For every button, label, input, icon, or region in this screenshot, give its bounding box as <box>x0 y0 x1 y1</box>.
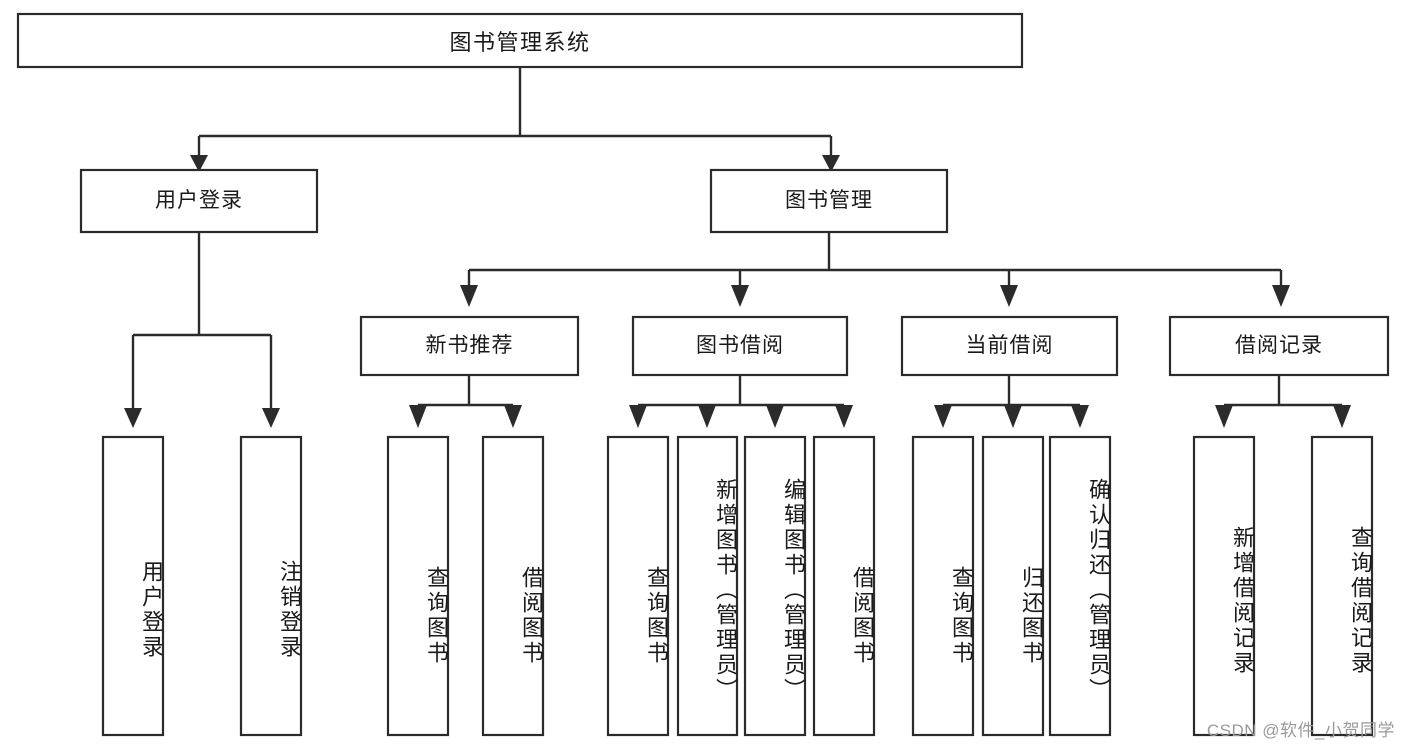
node-box-leaf-confirm-return[interactable] <box>1048 435 1112 737</box>
node-box-leaf-borrow-book-2[interactable] <box>812 435 876 737</box>
node-box-current-borrow[interactable] <box>900 315 1119 377</box>
connector-root-to-level2 <box>197 67 833 160</box>
connector-book-borrow-children <box>636 375 846 412</box>
arrowhead-leaf-user-login <box>124 408 142 428</box>
arrowhead-leaf-edit-book <box>766 405 784 428</box>
arrowhead-leaf-borrow-book-2 <box>835 405 853 428</box>
watermark-text: CSDN @软件_小贺同学 <box>1206 721 1395 740</box>
node-box-leaf-add-book[interactable] <box>676 435 739 737</box>
arrowhead-to-new-book <box>460 285 478 307</box>
node-box-leaf-logout[interactable] <box>239 435 303 737</box>
node-box-leaf-add-record[interactable] <box>1192 435 1256 737</box>
node-box-leaf-borrow-book-1[interactable] <box>481 435 545 737</box>
connector-user-login-children <box>131 232 273 412</box>
node-box-leaf-query-record[interactable] <box>1310 435 1374 737</box>
node-box-leaf-query-book-1[interactable] <box>386 435 450 737</box>
arrowhead-leaf-add-book <box>698 405 716 428</box>
arrowhead-leaf-query-book-1 <box>409 405 427 428</box>
arrowhead-leaf-confirm-return <box>1071 405 1089 428</box>
arrowhead-to-borrow-record <box>1272 285 1290 307</box>
arrowhead-leaf-logout <box>262 408 280 428</box>
arrowhead-to-current-borrow <box>1000 285 1018 307</box>
arrowhead-to-book-manage <box>822 155 840 172</box>
node-box-leaf-edit-book[interactable] <box>743 435 807 737</box>
arrowhead-leaf-return-book <box>1004 405 1022 428</box>
node-box-user-login[interactable] <box>79 168 319 234</box>
arrowhead-leaf-borrow-book-1 <box>504 405 522 428</box>
arrowhead-leaf-query-book-3 <box>934 405 952 428</box>
arrowhead-leaf-query-book-2 <box>629 405 647 428</box>
node-box-book-manage[interactable] <box>709 168 949 234</box>
arrowhead-to-user-login <box>190 155 208 172</box>
node-box-leaf-query-book-2[interactable] <box>606 435 670 737</box>
arrowhead-leaf-query-record <box>1333 405 1351 428</box>
node-box-leaf-query-book-3[interactable] <box>911 435 975 737</box>
connector-new-book-children <box>416 375 515 412</box>
node-box-new-book-recommend[interactable] <box>359 315 580 377</box>
connector-book-manage-children <box>467 232 1283 288</box>
arrowhead-to-book-borrow <box>731 285 749 307</box>
connector-borrow-record-children <box>1222 375 1344 412</box>
node-box-borrow-record[interactable] <box>1168 315 1390 377</box>
node-box-leaf-return-book[interactable] <box>981 435 1045 737</box>
node-box-leaf-user-login[interactable] <box>101 435 165 737</box>
node-box-root[interactable] <box>16 12 1024 69</box>
arrowhead-leaf-add-record <box>1215 405 1233 428</box>
node-box-book-borrow[interactable] <box>631 315 849 377</box>
